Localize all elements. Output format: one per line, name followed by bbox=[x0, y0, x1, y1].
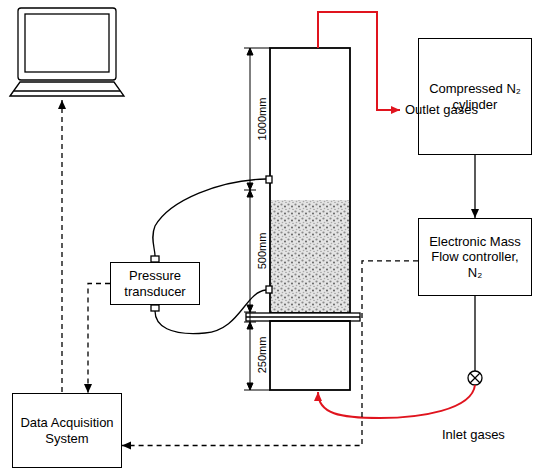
distributor-plate bbox=[246, 313, 360, 321]
computer-data-link bbox=[61, 100, 62, 392]
dimension-label: 250mm bbox=[256, 337, 268, 374]
flow-controller-box: Electronic Mass Flow controller, N₂ bbox=[418, 218, 532, 296]
computer-icon bbox=[10, 8, 124, 96]
inlet-label: Inlet gases bbox=[442, 428, 505, 442]
riser-column bbox=[270, 48, 350, 313]
feed-line bbox=[474, 296, 475, 371]
dimension-label: 1000mm bbox=[256, 98, 268, 141]
daq-box: Data Acquisition System bbox=[12, 393, 122, 468]
box-label: Electronic Mass Flow controller, N₂ bbox=[419, 234, 531, 281]
dimension-lines bbox=[244, 48, 270, 390]
bed-particles bbox=[271, 200, 349, 312]
gas-supply-arrow bbox=[474, 155, 475, 218]
inlet-gas-line bbox=[318, 385, 475, 418]
box-label: Data Acquisition System bbox=[13, 415, 121, 446]
valve-symbol bbox=[468, 371, 482, 385]
pressure-tubing bbox=[151, 176, 272, 334]
transducer-box: Pressure transducer bbox=[110, 262, 200, 305]
plenum-chamber bbox=[270, 321, 350, 390]
outlet-label: Outlet gases bbox=[405, 103, 478, 117]
dimension-label: 500mm bbox=[256, 233, 268, 270]
signal-line bbox=[88, 284, 110, 394]
box-label: Pressure transducer bbox=[111, 268, 199, 299]
outlet-gas-line bbox=[318, 12, 400, 110]
gas-cylinder-box: Compressed N₂ cylinder bbox=[418, 38, 532, 155]
